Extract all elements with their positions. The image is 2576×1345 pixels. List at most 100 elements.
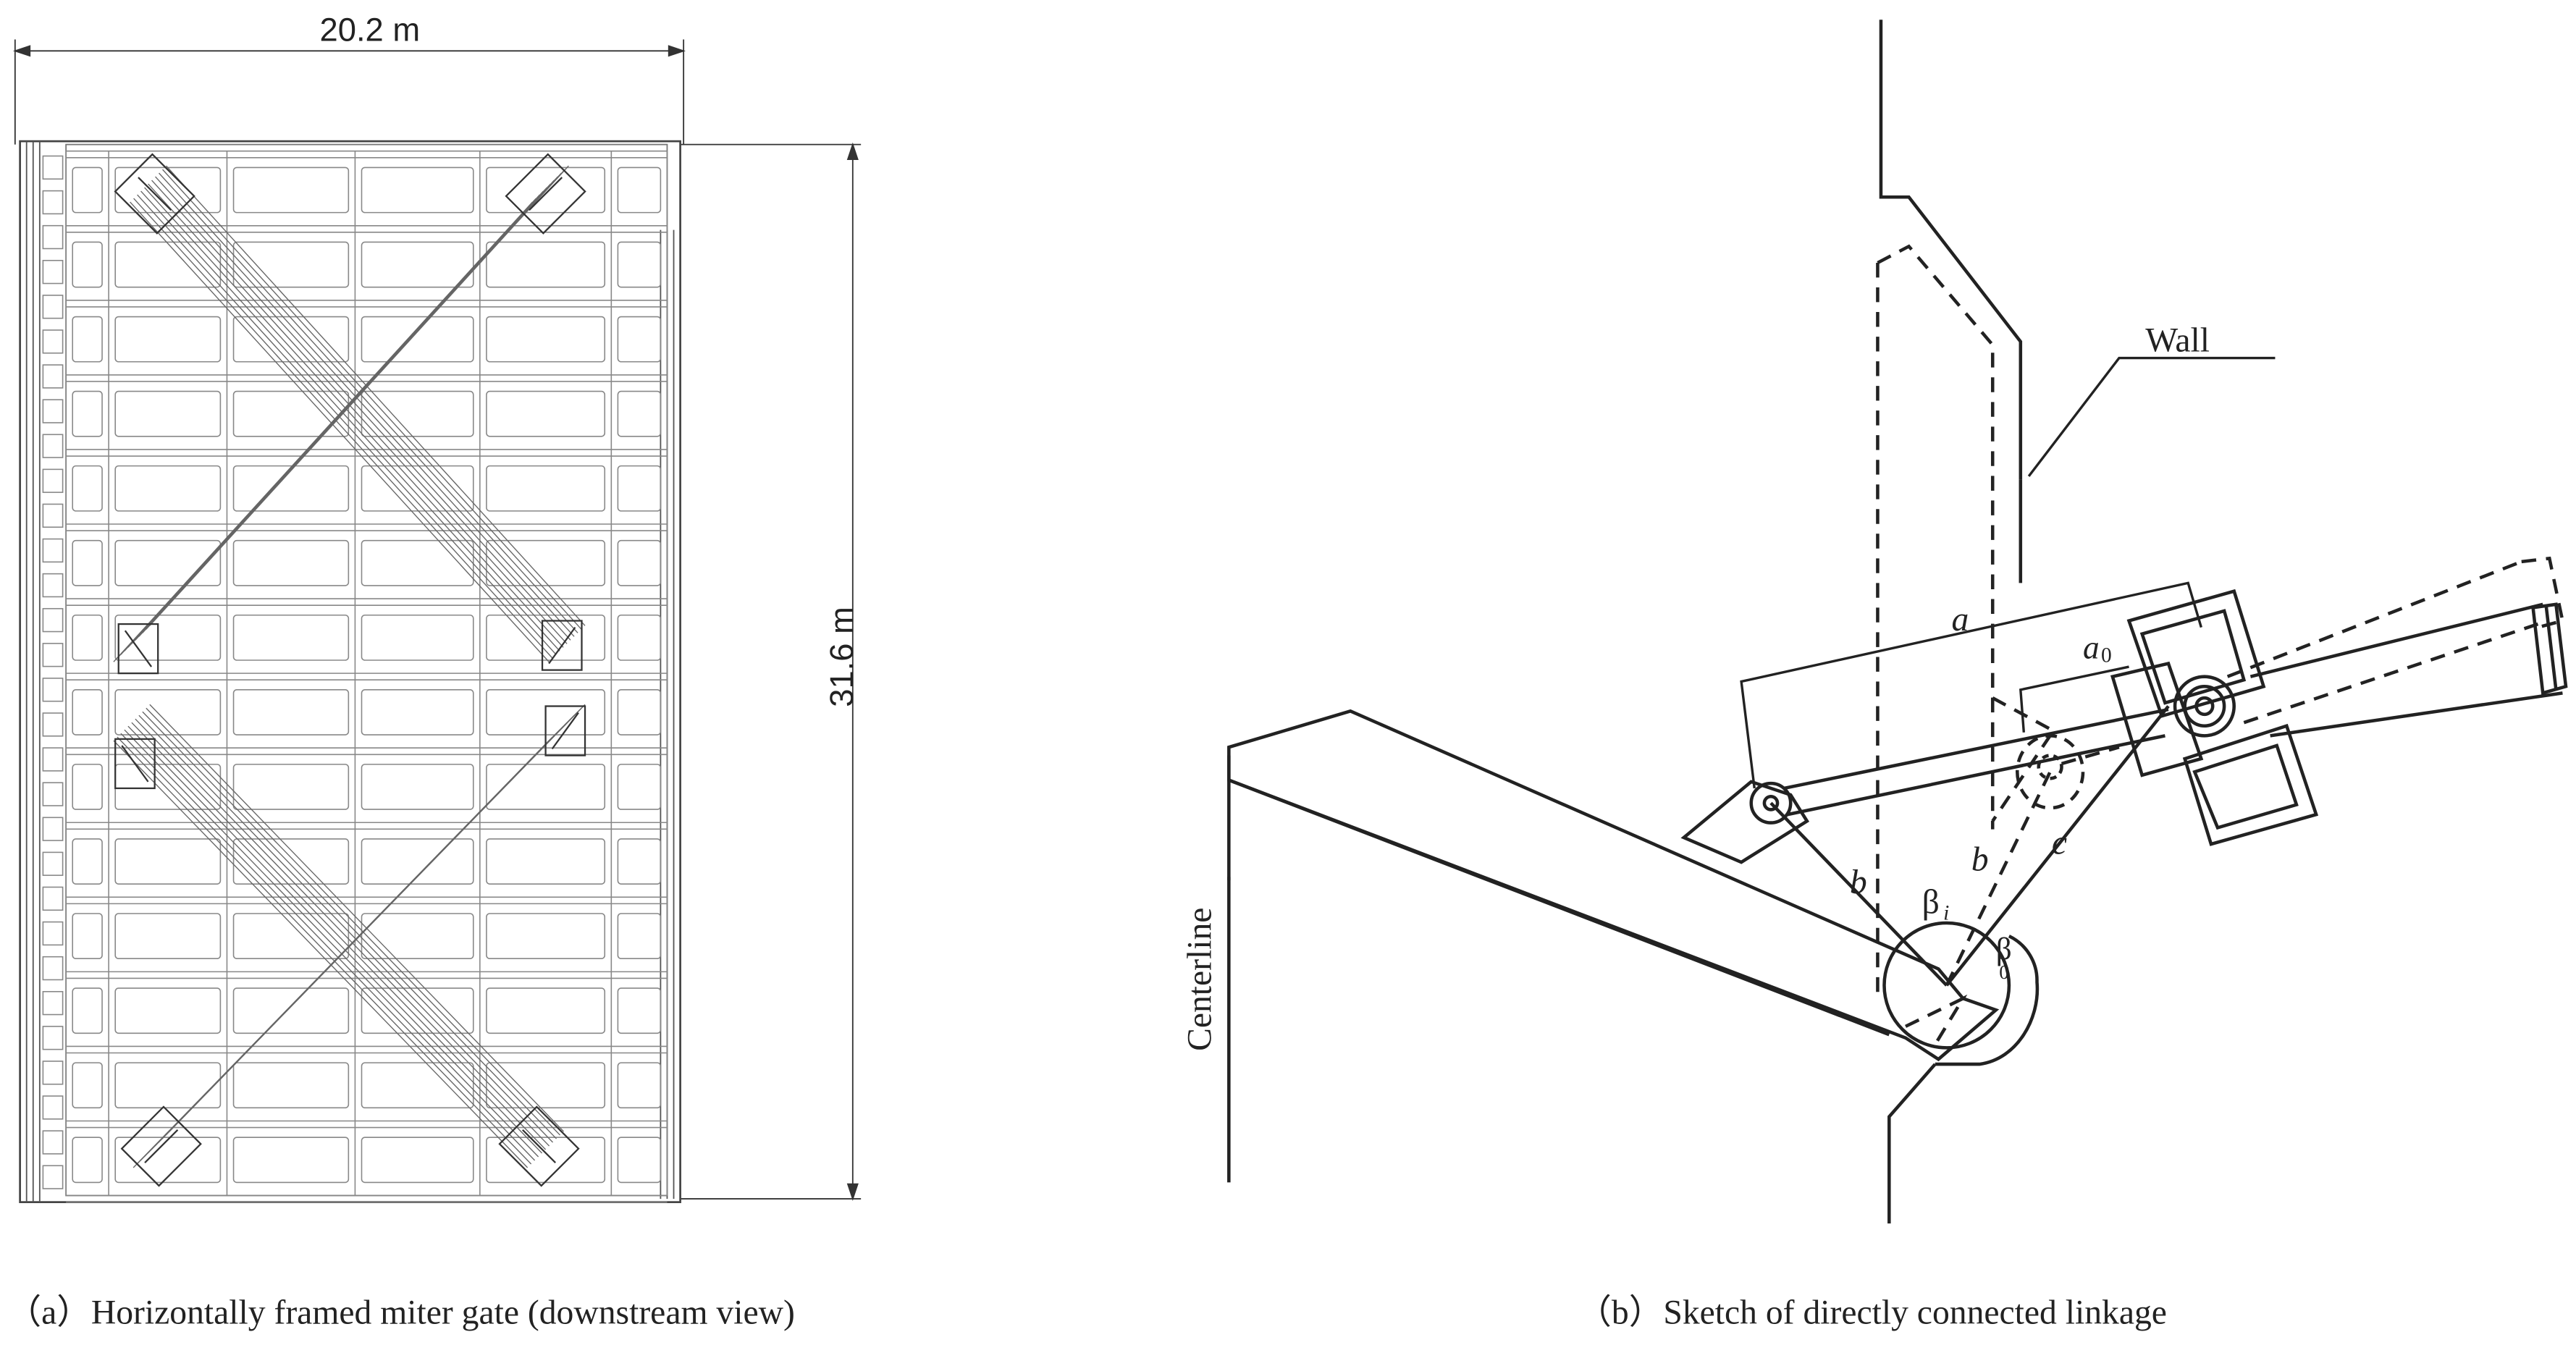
grid-cell — [486, 1062, 606, 1109]
grid-cell — [114, 241, 222, 288]
label-b-left: b — [1850, 864, 1867, 901]
label-a0: a 0 — [2083, 630, 2112, 667]
grid-cell — [114, 390, 222, 437]
end-cell — [42, 295, 64, 319]
grid-cell — [72, 764, 103, 810]
grid-cell — [72, 838, 103, 885]
grid-cell — [232, 913, 350, 960]
anchorage-mid-left-upper — [117, 623, 159, 675]
diagonal-lower-a — [131, 722, 547, 1150]
label-beta-0: β 0 — [1996, 932, 2012, 983]
end-cell — [42, 364, 64, 389]
grid-cell — [72, 987, 103, 1034]
end-cell — [42, 260, 64, 284]
end-cell — [42, 678, 64, 702]
grid-cell — [617, 166, 662, 214]
grid-cell — [361, 1137, 474, 1184]
end-cell — [42, 468, 64, 493]
grid-cell — [232, 838, 350, 885]
grid-cell — [617, 987, 662, 1034]
end-cell — [42, 1095, 64, 1120]
link-b-left — [1769, 801, 1948, 987]
diagonal-upper-a — [162, 169, 582, 630]
end-cell — [42, 851, 64, 876]
end-cell — [42, 782, 64, 806]
link-c — [1945, 705, 2170, 987]
end-cell — [42, 434, 64, 458]
grid-cell — [486, 913, 606, 960]
grid-cell — [617, 1062, 662, 1109]
connecting-rod-lower — [1787, 734, 2165, 817]
grid-cell — [361, 1062, 474, 1109]
end-cell — [42, 224, 64, 250]
cylinder-trunnion-inner — [2194, 696, 2215, 717]
grid-cell — [114, 1062, 222, 1109]
grid-cell — [361, 539, 474, 586]
diagonal-bracing — [113, 165, 586, 1168]
panel-a-miter-gate: 20.2 m 31.6 m — [7, 12, 862, 1332]
width-dimension — [12, 39, 686, 145]
left-quoin-post — [25, 141, 41, 1202]
grid-cell — [617, 838, 662, 885]
grid-cell — [232, 166, 350, 214]
grid-cell — [617, 1137, 662, 1184]
grid-cell — [361, 316, 474, 363]
gate-arm-bracket — [1680, 780, 1810, 864]
gate-arm-pin — [1749, 781, 1793, 825]
diagonal-upper-a — [133, 198, 553, 659]
grid-cell — [232, 689, 350, 735]
gate-girder-grid — [42, 150, 668, 1203]
cylinder-mount-lower — [2182, 723, 2319, 846]
end-cell — [42, 573, 64, 598]
caption-b: （b）Sketch of directly connected linkage — [1577, 1294, 2167, 1332]
grid-cell — [114, 614, 222, 661]
diagonal-lower-a — [149, 704, 565, 1132]
grid-cell — [114, 539, 222, 586]
cylinder-barrel-bottom — [2270, 691, 2563, 738]
grid-cell — [232, 465, 350, 512]
grid-cell — [617, 614, 662, 661]
alt-bracket-dashed — [2015, 734, 2085, 810]
diagonal-lower-b — [169, 704, 586, 1132]
cylinder-crosshead — [2110, 661, 2204, 777]
anchorage-bottom-left — [120, 1105, 202, 1187]
grid-cell — [72, 241, 103, 288]
pintle-socket — [1935, 935, 2040, 1066]
end-cell — [42, 503, 64, 528]
grid-cell — [486, 166, 606, 214]
diagonal-lower-a — [135, 718, 550, 1147]
diagonal-upper-a — [148, 183, 568, 644]
grid-cell — [72, 614, 103, 661]
caption-a: （a）Horizontally framed miter gate (downs… — [7, 1294, 794, 1332]
grid-cell — [486, 390, 606, 437]
grid-cell — [361, 614, 474, 661]
diagonal-lower-a — [146, 707, 561, 1136]
end-cell — [42, 1165, 64, 1189]
cylinder-trunnion-outer — [2173, 675, 2236, 738]
grid-cell — [617, 465, 662, 512]
label-a: a — [1952, 601, 1969, 638]
grid-cell — [617, 539, 662, 586]
diagonal-upper-a — [151, 180, 571, 641]
anchorage-bottom-right — [498, 1105, 580, 1187]
end-cell — [42, 1130, 64, 1155]
end-cell — [42, 1061, 64, 1085]
grid-cell — [486, 614, 606, 661]
diagonal-lower-a — [142, 711, 557, 1139]
end-cell — [42, 747, 64, 772]
cylinder-end-cap — [2531, 602, 2568, 696]
dimension-a0-bracket — [2019, 665, 2129, 733]
svg-text:0: 0 — [1999, 961, 2009, 983]
grid-cell — [361, 166, 474, 214]
lock-wall-lower — [1887, 1063, 1937, 1224]
grid-cell — [114, 1137, 222, 1184]
lock-wall-upper — [1879, 20, 2023, 480]
diagonal-lower-a — [127, 725, 543, 1154]
gate-leaf-lower-edge — [1228, 778, 1890, 1037]
width-dimension-label: 20.2 m — [320, 12, 421, 49]
end-cell — [42, 956, 64, 981]
grid-cell — [486, 316, 606, 363]
grid-cell — [486, 465, 606, 512]
grid-cell — [232, 539, 350, 586]
end-cell — [42, 155, 64, 180]
